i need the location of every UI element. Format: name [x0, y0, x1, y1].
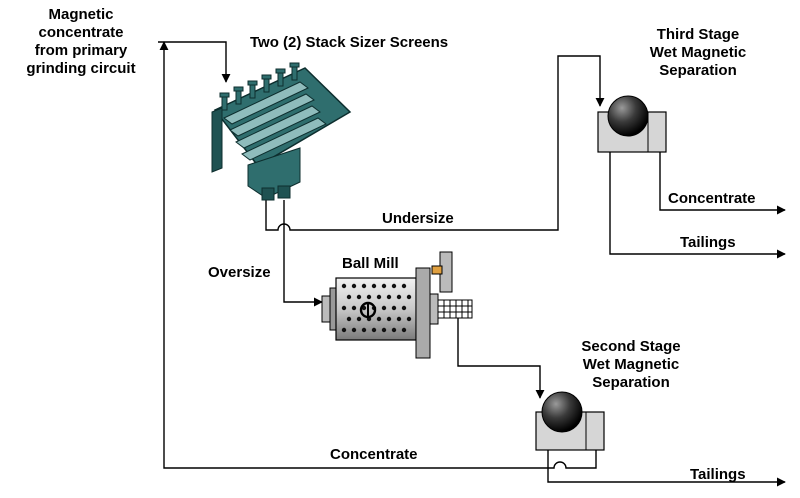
recycle-concentrate-line	[159, 41, 597, 469]
tailings-bottom-label: Tailings	[690, 466, 746, 483]
third-stage-label: Third Stage Wet Magnetic Separation	[628, 26, 768, 80]
mill-hole	[376, 294, 382, 300]
mill-hole	[346, 294, 352, 300]
input-label-line: concentrate	[38, 24, 124, 41]
mill-hole	[381, 283, 387, 289]
second-tailings-line	[547, 450, 786, 487]
mill-hole	[351, 283, 357, 289]
concentrate-top-label: Concentrate	[668, 190, 756, 207]
mill-hole	[361, 283, 367, 289]
mill-hole	[401, 305, 407, 311]
mill-hole	[401, 327, 407, 333]
mill-hole	[366, 294, 372, 300]
mill-hole	[391, 283, 397, 289]
mill-hole	[356, 316, 362, 322]
mill-hole	[371, 283, 377, 289]
concentrate-bottom-label: Concentrate	[330, 446, 418, 463]
third-stage-label-line: Third Stage	[656, 26, 740, 43]
second-stage-label-line: Wet Magnetic	[582, 356, 680, 373]
input-label-line: Magnetic	[48, 6, 114, 23]
second-stage-label-line: Second Stage	[581, 338, 681, 355]
third-concentrate-line	[659, 152, 786, 215]
ball-mill-label: Ball Mill	[342, 255, 399, 272]
mill-hole	[401, 283, 407, 289]
screens-label: Two (2) Stack Sizer Screens	[250, 34, 449, 51]
third-stage-label-line: Wet Magnetic	[649, 44, 747, 61]
second-stage-separator-icon	[535, 391, 605, 451]
mill-hole	[386, 294, 392, 300]
second-stage-label-line: Separation	[592, 374, 670, 391]
mill-hole	[391, 305, 397, 311]
mill-hole	[351, 305, 357, 311]
tailings-top-label: Tailings	[680, 234, 736, 251]
undersize-label: Undersize	[382, 210, 454, 227]
second-stage-label: Second Stage Wet Magnetic Separation	[562, 338, 700, 392]
input-label-line: from primary	[34, 42, 128, 59]
input-label: Magnetic concentrate from primary grindi…	[6, 6, 156, 78]
undersize-line	[265, 55, 605, 231]
mill-hole	[386, 316, 392, 322]
third-stage-label-line: Separation	[659, 62, 737, 79]
oversize-label: Oversize	[208, 264, 271, 281]
mill-hole	[346, 316, 352, 322]
third-tailings-line	[609, 152, 786, 259]
mill-hole	[361, 327, 367, 333]
mill-hole	[381, 327, 387, 333]
mill-hole	[371, 327, 377, 333]
mill-hole	[341, 283, 347, 289]
mill-hole	[341, 327, 347, 333]
mill-discharge-line	[457, 318, 545, 399]
ball-mill-icon	[321, 251, 473, 359]
mill-hole	[396, 316, 402, 322]
mill-hole	[396, 294, 402, 300]
third-stage-separator-icon	[597, 95, 667, 153]
mill-hole	[356, 294, 362, 300]
mill-hole	[351, 327, 357, 333]
mill-hole	[341, 305, 347, 311]
stack-sizer-screens-icon	[211, 62, 352, 201]
mill-hole	[391, 327, 397, 333]
oversize-line	[283, 200, 323, 307]
mill-hole	[381, 305, 387, 311]
mill-hole	[406, 294, 412, 300]
mill-hole	[406, 316, 412, 322]
mill-hole	[376, 316, 382, 322]
feed-line	[158, 41, 231, 83]
input-label-line: grinding circuit	[26, 60, 136, 77]
